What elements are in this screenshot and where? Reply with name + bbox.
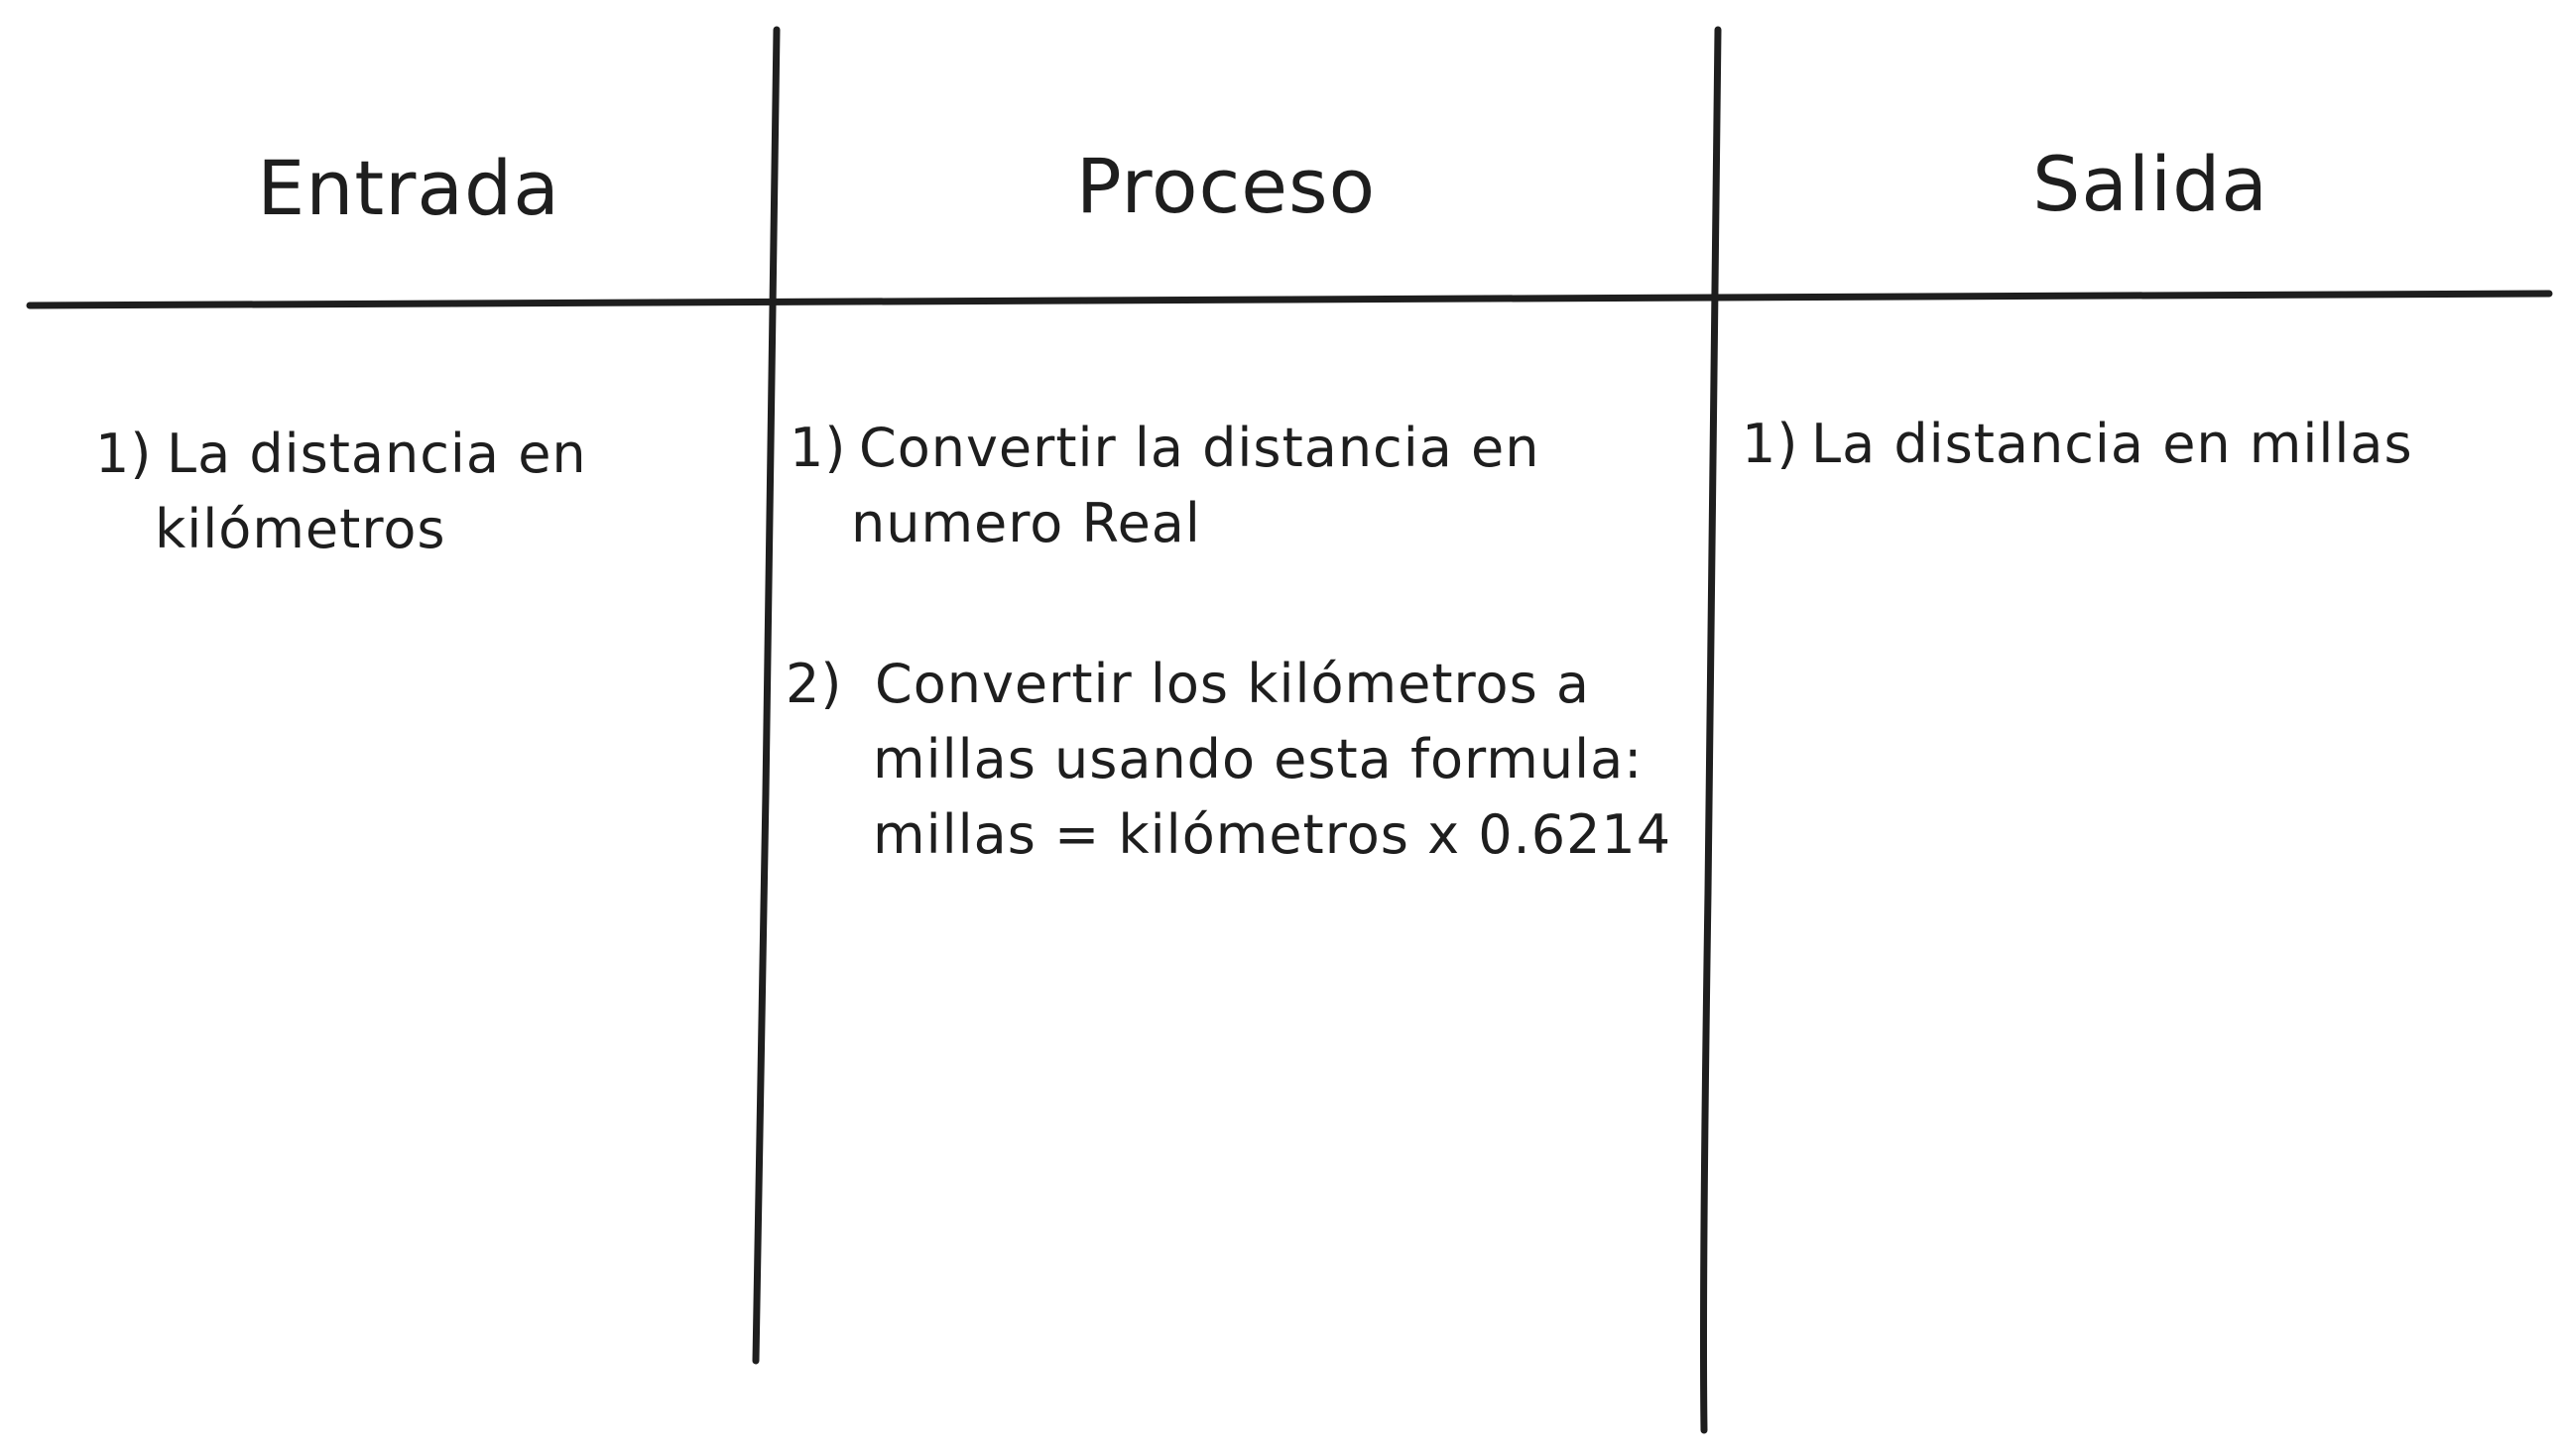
item-number: 1) bbox=[790, 417, 847, 479]
entrada-item-1: 1) La distancia en kilómetros bbox=[95, 417, 587, 567]
item-line: kilómetros bbox=[155, 498, 446, 560]
item-number: 1) bbox=[1742, 413, 1799, 475]
column-header-salida: Salida bbox=[2032, 140, 2268, 228]
item-number: 2) bbox=[786, 653, 843, 715]
item-line: Convertir los kilómetros a bbox=[875, 653, 1590, 715]
column-header-entrada: Entrada bbox=[257, 144, 560, 232]
item-line: La distancia en millas bbox=[1811, 413, 2413, 475]
column-header-proceso: Proceso bbox=[1075, 142, 1377, 230]
header-divider-line bbox=[26, 290, 2553, 309]
proceso-item-1: 1) Convertir la distancia en numero Real bbox=[790, 411, 1539, 561]
column-divider-left bbox=[752, 26, 781, 1365]
salida-item-1: 1) La distancia en millas bbox=[1742, 407, 2413, 482]
proceso-item-2: 2) Convertir los kilómetros a millas usa… bbox=[786, 647, 1671, 873]
item-line formula: millas = kilómetros x 0.6214 bbox=[873, 803, 1672, 866]
item-line: Convertir la distancia en bbox=[859, 417, 1540, 479]
item-line: millas usando esta formula: bbox=[873, 728, 1644, 790]
item-line: numero Real bbox=[851, 492, 1201, 554]
item-line: La distancia en bbox=[167, 423, 587, 485]
column-divider-right bbox=[1700, 26, 1722, 1434]
item-number: 1) bbox=[95, 423, 153, 485]
